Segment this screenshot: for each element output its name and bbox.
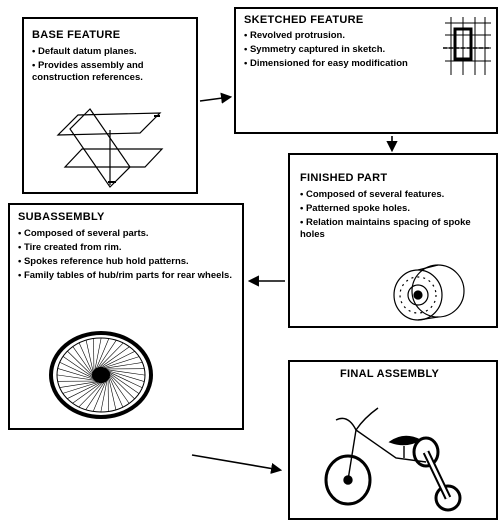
wheel-spoke [78,378,107,408]
wheel-spoke [94,338,110,374]
finished-part-box: FINISHED PART Composed of several featur… [288,153,498,328]
finished-part-bullet: Composed of several features. [300,189,496,201]
datum-planes-icon [56,108,164,188]
spoked-wheel-icon [49,331,153,419]
subassembly-box: SUBASSEMBLY Composed of several parts. T… [8,203,244,430]
base-feature-box: BASE FEATURE Default datum planes. Provi… [22,17,198,194]
wheel-spoke [106,371,130,404]
tricycle-icon [324,407,462,512]
finished-part-title: FINISHED PART [300,172,388,184]
wheel-spoke [107,373,117,410]
wheel-spoke [59,361,98,381]
wheel-spoke [93,337,102,375]
subassembly-bullet: Composed of several parts. [18,228,236,240]
wheel-spoke [103,369,145,382]
wheel-spoke [94,340,117,373]
wheel-spoke [57,368,99,381]
wheel-spoke [95,342,124,372]
finished-part-bullet: Patterned spoke holes. [300,203,496,215]
wheel-spoke [98,356,140,370]
wheel-spoke [107,372,124,408]
subassembly-bullet: Tire created from rim. [18,242,236,254]
sketch-grid-icon [443,17,491,75]
wheel-spoke [62,380,104,394]
arrow-subassembly-to-final [191,454,283,475]
sketched-feature-box: SKETCHED FEATURE Revolved protrusion. Sy… [234,7,498,134]
sketched-feature-bullet: Symmetry captured in sketch. [244,44,434,56]
subassembly-bullets: Composed of several parts. Tire created … [18,228,236,284]
subassembly-title: SUBASSEMBLY [18,211,105,223]
wheel-spoke [62,356,97,380]
sketched-feature-title: SKETCHED FEATURE [244,14,364,26]
subassembly-bullet: Spokes reference hub hold patterns. [18,256,236,268]
wheel-spoke [104,369,143,389]
base-feature-bullets: Default datum planes. Provides assembly … [32,46,192,86]
wheel-spoke [72,379,106,404]
wheel-spoke [100,375,109,413]
wheel-spoke [102,368,146,376]
wheel-spoke [67,350,96,380]
final-assembly-box: FINAL ASSEMBLY [288,360,498,520]
finished-part-bullets: Composed of several features. Patterned … [300,189,496,243]
finished-part-bullet: Relation maintains spacing of spoke hole… [300,217,496,241]
hub-part-icon [393,264,465,321]
wheel-spoke [56,374,100,382]
wheel-spoke [92,376,108,412]
wheel-spoke [85,340,95,377]
sketched-feature-bullet: Dimensioned for easy modification [244,58,434,70]
sketched-feature-bullets: Revolved protrusion. Symmetry captured i… [244,30,434,72]
subassembly-bullet: Family tables of hub/rim parts for rear … [18,270,236,282]
wheel-spoke [67,379,105,399]
wheel-spoke [97,351,135,371]
sketched-feature-bullet: Revolved protrusion. [244,30,434,42]
wheel-spoke [106,370,135,400]
wheel-spoke [72,346,96,379]
wheel-spoke [78,342,95,378]
wheel-spoke [59,380,103,388]
final-assembly-title: FINAL ASSEMBLY [340,368,440,380]
wheel-spoke [96,346,130,371]
base-feature-bullet: Provides assembly and construction refer… [32,60,192,84]
wheel-spoke [99,362,143,370]
arrow-base-to-sketched [199,92,233,104]
wheel-spoke [85,377,108,410]
base-feature-title: BASE FEATURE [32,29,121,41]
base-feature-bullet: Default datum planes. [32,46,192,58]
wheel-spoke [105,370,140,394]
